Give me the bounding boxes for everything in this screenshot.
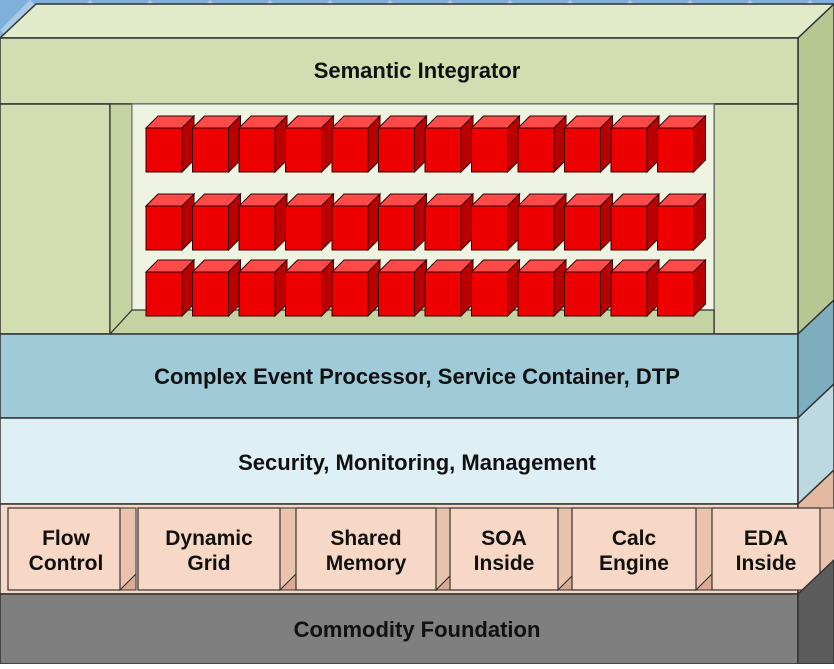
cube xyxy=(656,114,707,174)
cube xyxy=(144,192,196,252)
management-label: Security, Monitoring, Management xyxy=(238,449,596,475)
cube xyxy=(516,114,568,174)
cube xyxy=(237,258,289,318)
cube xyxy=(563,192,614,252)
module-label-line1: SOA xyxy=(481,526,527,550)
cube xyxy=(191,258,242,318)
cube xyxy=(423,258,475,318)
cube xyxy=(470,192,521,252)
module-box xyxy=(295,507,453,592)
cube xyxy=(423,192,475,252)
module-label-line2: Control xyxy=(28,552,104,575)
module-box xyxy=(449,507,575,592)
cube xyxy=(237,192,289,252)
cube xyxy=(656,192,707,252)
cube xyxy=(377,114,428,174)
foundation-label: Commodity Foundation xyxy=(293,616,541,642)
module-label-line1: Dynamic xyxy=(165,526,253,550)
module-dynamic-grid: Dynamic Grid xyxy=(140,508,278,594)
cube xyxy=(563,258,614,318)
event-processor-label: Complex Event Processor, Service Contain… xyxy=(154,363,680,389)
semantic-integrator-label: Semantic Integrator xyxy=(313,57,521,83)
cube xyxy=(191,114,242,174)
module-label-line2: Inside xyxy=(735,552,797,575)
module-box xyxy=(137,507,297,592)
cube xyxy=(284,114,335,174)
cube xyxy=(144,114,196,174)
cube xyxy=(377,258,428,318)
module-label-line1: Shared xyxy=(330,526,402,550)
module-label-line2: Memory xyxy=(325,552,407,575)
foundation-layer xyxy=(0,558,834,665)
module-label-line2: Engine xyxy=(598,552,669,575)
cube xyxy=(563,114,614,174)
cube-grid xyxy=(144,114,707,318)
module-box xyxy=(571,507,713,592)
cube xyxy=(516,258,568,318)
module-label-line1: Flow xyxy=(42,526,90,550)
module-label-line1: Calc xyxy=(611,526,657,550)
cube xyxy=(330,192,382,252)
management-layer xyxy=(0,382,834,506)
cube xyxy=(609,192,661,252)
cube xyxy=(470,258,521,318)
cube xyxy=(330,114,382,174)
cube xyxy=(609,258,661,318)
cube xyxy=(144,258,196,318)
event-processor-layer xyxy=(0,298,834,420)
module-soa-inside: SOA Inside xyxy=(452,508,556,594)
module-box xyxy=(7,507,137,592)
cube xyxy=(284,258,335,318)
module-label-line1: EDA xyxy=(743,526,789,550)
cube xyxy=(191,192,242,252)
module-row xyxy=(0,468,834,596)
module-label-line2: Inside xyxy=(473,552,535,575)
module-label-line2: Grid xyxy=(187,552,231,575)
module-calc-engine: Calc Engine xyxy=(574,508,694,594)
cube xyxy=(237,114,289,174)
cube xyxy=(330,258,382,318)
cube xyxy=(377,192,428,252)
module-eda-inside: EDA Inside xyxy=(714,508,818,594)
cube xyxy=(609,114,661,174)
cube xyxy=(470,114,521,174)
cube xyxy=(423,114,475,174)
cube xyxy=(656,258,707,318)
cube xyxy=(284,192,335,252)
module-shared-memory: Shared Memory xyxy=(298,508,434,594)
cube xyxy=(516,192,568,252)
module-flow-control: Flow Control xyxy=(12,508,120,594)
